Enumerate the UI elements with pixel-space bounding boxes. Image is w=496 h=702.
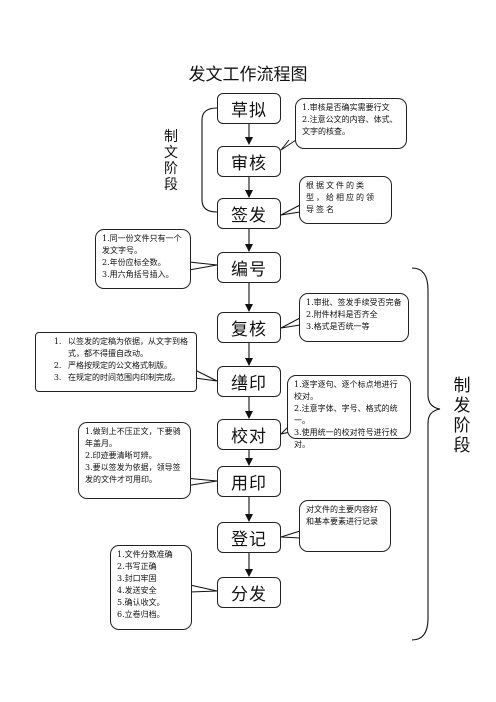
issuing-brace [411,267,441,641]
drafting-phase-label: 制文阶段 [163,129,179,193]
note-numbering-line: 1.同一份文件只有一个发文字号。 [102,234,182,255]
note-review-line: 1.审核是否确实需要行文 [302,103,390,112]
pointer-recheck [280,317,301,329]
phase-label-char: 阶 [453,416,471,436]
note-numbering: 1.同一份文件只有一个发文字号。 2.年份应标全数。 3.用六角括号插入。 [95,229,191,289]
phase-label-char: 阶 [164,161,178,177]
note-review: 1.审核是否确实需要行文 2.注意公文的内容、体式、文字的核查。 [295,98,407,149]
pointer-printing [194,369,218,382]
note-register-line: 对文件的主要内容好和基本要素进行记录 [306,505,378,526]
note-printing: 以签发的定稿为依据，从文字到格式，都不得擅自改动。 严格按规定的公文格式制版。 … [35,332,197,392]
step-number: 编号 [217,252,281,283]
note-distribute-line: 4.发送安全 [117,586,157,595]
note-proofreading-line: 2.注意字体、字号、格式的统一。 [294,404,398,425]
pointer-numbering [188,261,218,271]
phase-label-char: 文 [164,145,178,161]
issuing-phase-label: 制发阶段 [452,376,472,456]
note-review-line: 2.注意公文的内容、体式、文字的核查。 [302,115,398,136]
note-printing-item: 在规定的时间范围内印制完成。 [64,372,190,384]
drafting-bracket [201,107,218,213]
step-distribute: 分发 [217,577,281,608]
note-recheck-line: 2.附件材料是否齐全 [306,310,378,319]
phase-label-char: 发 [453,396,471,416]
note-sealing-line: 1.做到上不压正文，下要骑年盖月。 [85,427,181,448]
phase-label-char: 制 [164,129,178,145]
note-recheck-line: 3.格式是否统一等 [306,322,370,331]
pointer-sign [280,204,301,216]
note-numbering-line: 3.用六角括号插入。 [102,270,174,279]
note-sealing: 1.做到上不压正文，下要骑年盖月。 2.印迹要清晰可辨。 3.要以签发为依据，领… [78,422,191,499]
note-proofreading: 1.逐字逐句、逐个标点地进行校对。 2.注意字体、字号、格式的统一。 3.使用统… [287,375,411,449]
note-proofreading-line: 3.使用统一的校对符号进行校对。 [294,428,398,449]
note-sealing-line: 3.要以签发为依据，领导签发的文件才可用印。 [85,463,181,484]
note-recheck: 1.审批、签发手续受否完备 2.附件材料是否齐全 3.格式是否统一等 [299,293,409,342]
note-sign: 根据文件的类型，给相应的领导签名 [299,176,392,224]
phase-label-char: 制 [453,376,471,396]
step-draft: 草拟 [217,93,281,124]
step-seal: 用印 [217,466,281,497]
step-sign: 签发 [217,198,281,229]
note-distribute-line: 1.文件分数准确 [117,550,173,559]
note-distribute-line: 3.封口牢固 [117,574,157,583]
note-numbering-line: 2.年份应标全数。 [102,258,166,267]
note-register: 对文件的主要内容好和基本要素进行记录 [299,500,391,552]
step-register: 登记 [217,522,281,553]
step-recheck: 复核 [217,312,281,343]
note-proofreading-line: 1.逐字逐句、逐个标点地进行校对。 [294,380,398,401]
note-printing-item: 以签发的定稿为依据，从文字到格式，都不得擅自改动。 [64,336,190,360]
note-distribute-line: 5.确认收文。 [117,598,165,607]
pointer-register [280,530,301,539]
note-recheck-line: 1.审批、签发手续受否完备 [306,298,402,307]
note-sealing-line: 2.印迹要清晰可辨。 [85,451,157,460]
page-title: 发文工作流程图 [188,65,308,85]
step-proofread: 校对 [217,419,281,450]
phase-label-char: 段 [164,177,178,193]
step-review: 审核 [217,146,281,177]
phase-label-char: 段 [453,436,471,456]
note-distribute: 1.文件分数准确 2.书写正确 3.封口牢固 4.发送安全 5.确认收文。 6.… [110,545,192,630]
note-printing-item: 严格按规定的公文格式制版。 [64,360,190,372]
pointer-review [280,139,297,151]
note-distribute-line: 2.书写正确 [117,562,157,571]
step-print: 缮印 [217,366,281,397]
note-sign-line: 根据文件的类型，给相应的领导签名 [306,181,376,214]
note-distribute-line: 6.立卷归档。 [117,610,165,619]
pointer-distribute [189,584,218,593]
